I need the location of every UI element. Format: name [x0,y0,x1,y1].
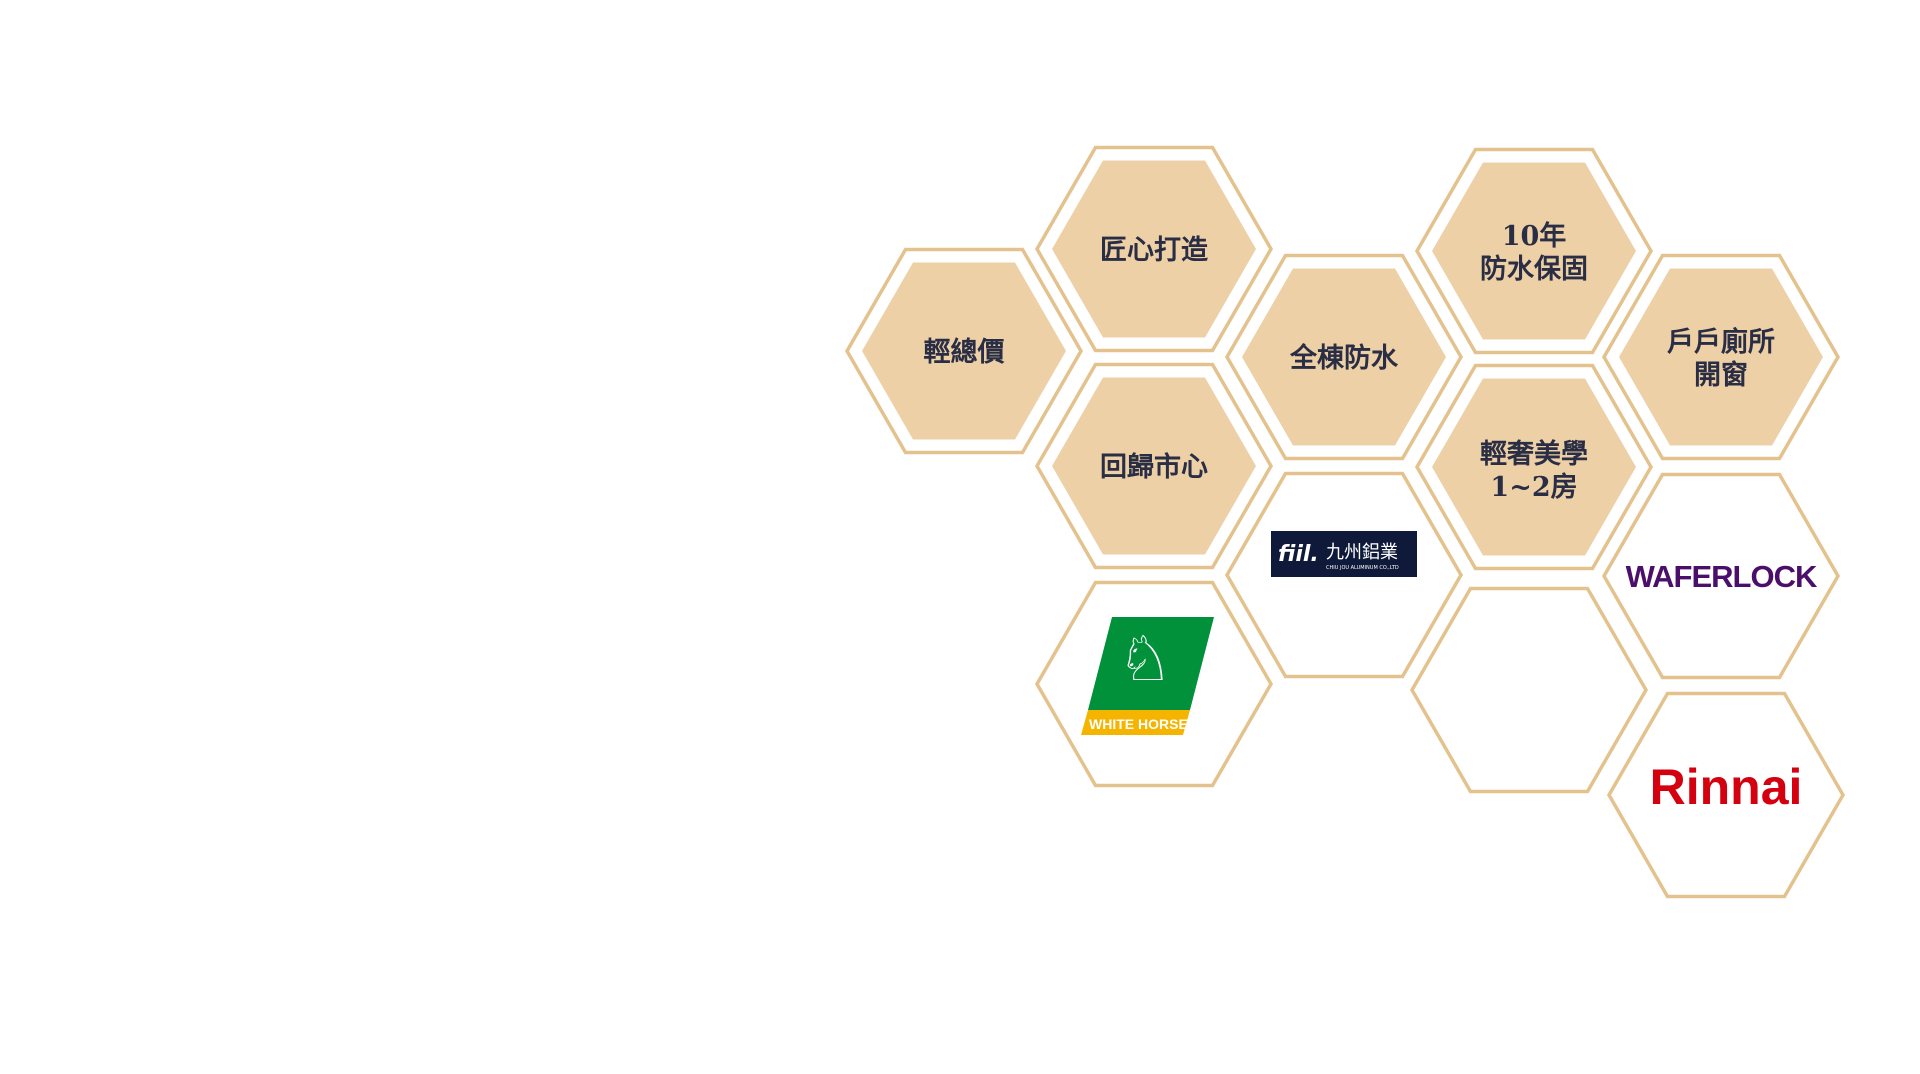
hex-label: 匠心打造 [1100,235,1208,266]
rinnai-logo: Rinnai [1650,759,1803,815]
hex-label-line1: 10年 [1502,220,1567,252]
white-horse-logo: ♘ WHITE HORSE [1081,617,1214,735]
hex-craftsmanship: 匠心打造 [1035,145,1273,353]
chiu-jou-logo: fiil. 九州鋁業 CHIU JOU ALUMINUM CO.,LTD [1271,531,1417,577]
waferlock-logo: WAFERLOCK [1626,559,1818,594]
hex-label-line1: 輕奢美學 [1480,438,1588,470]
hex-label: 全棟防水 [1289,342,1399,374]
hex-chiu-jou: fiil. 九州鋁業 CHIU JOU ALUMINUM CO.,LTD [1225,471,1463,679]
hex-return-city-center: 回歸市心 [1035,362,1273,570]
hex-label: 輕總價 [924,336,1006,368]
chiu-jou-name: 九州鋁業 [1326,542,1398,563]
hex-label-line2: 開窗 [1694,359,1748,391]
hex-label-line1: 戶戶廁所 [1667,326,1775,358]
hex-warranty: 10年 防水保固 [1415,147,1653,355]
horse-icon: ♘ [1117,622,1173,695]
hex-light-total-price: 輕總價 [845,247,1083,455]
hex-light-luxury: 輕奢美學 1~2房 [1415,363,1653,571]
hex-white-horse: ♘ WHITE HORSE [1035,580,1273,788]
hex-label-line2: 1~2房 [1490,472,1577,503]
hex-bathroom-windows: 戶戶廁所 開窗 [1602,253,1840,461]
hex-full-waterproof: 全棟防水 [1225,253,1463,461]
white-horse-text: WHITE HORSE [1089,716,1188,732]
hex-waferlock: WAFERLOCK [1602,472,1840,680]
chiu-jou-mark: fiil. [1278,542,1319,567]
hex-label-line2: 防水保固 [1480,254,1588,285]
hex-rinnai: Rinnai [1607,691,1845,899]
hex-empty [1410,586,1648,794]
hex-label: 回歸市心 [1100,451,1208,483]
chiu-jou-subtitle: CHIU JOU ALUMINUM CO.,LTD [1326,565,1399,571]
